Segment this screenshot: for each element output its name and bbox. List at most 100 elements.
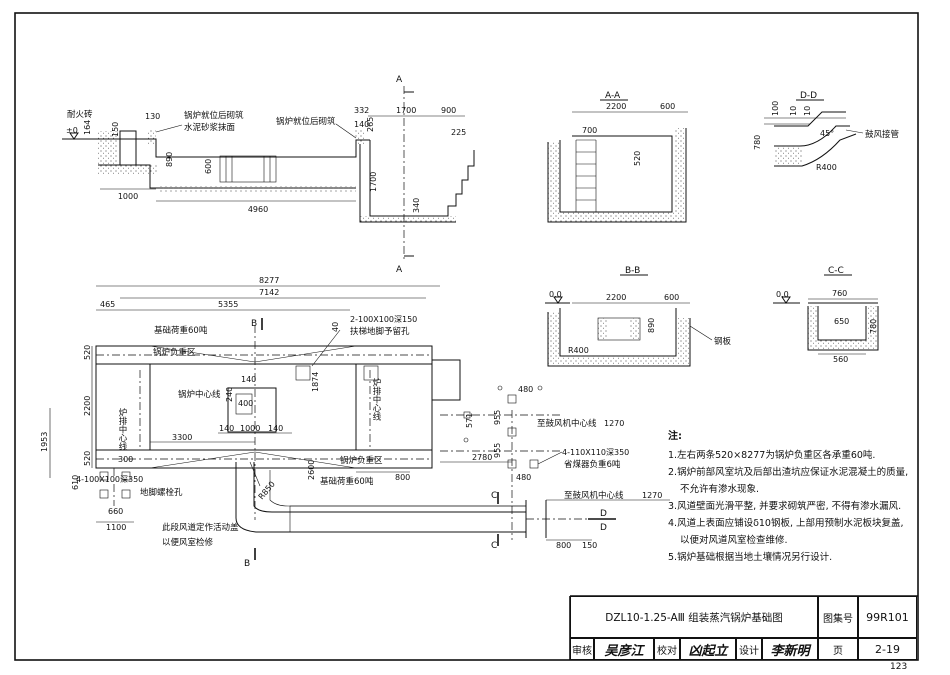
aa-d2200: 2200 [606, 102, 626, 111]
dim-1100: 1100 [106, 523, 126, 532]
dim-140: 140 [241, 375, 256, 384]
cc-d650: 650 [834, 317, 849, 326]
cc-d760: 760 [832, 289, 847, 298]
notes-block: 注: 1.左右两条520×8277为锅炉负重区各承重60吨. 2.锅炉前部风室坑… [668, 428, 918, 566]
note-1: 1.左右两条520×8277为锅炉负重区各承重60吨. [668, 450, 876, 461]
label-secD: D [600, 509, 607, 519]
dim-571: 571 [465, 413, 474, 428]
section-b-b: B-B 0.0 2200 600 890 R400 钢板 [545, 266, 732, 367]
bb-d890: 890 [647, 318, 656, 333]
dim-480a: 480 [518, 385, 533, 394]
label-fan1: 至鼓风机中心线 [537, 418, 597, 429]
label-load60b: 基础荷重60吨 [320, 476, 374, 487]
bb-note: 钢板 [714, 336, 732, 347]
dim-e600: 600 [204, 159, 213, 174]
note-4b: 以便对风道风室检查维修. [680, 535, 788, 546]
elevation-view: ±0 耐火砖 130 164 150 锅炉就位后砌筑 水泥砂浆抹面 890 60… [62, 75, 475, 275]
label-secC: C [491, 491, 497, 501]
section-d-d: D-D 100 10 10 780 45° R400 鼓风接管 [753, 91, 899, 172]
aa-d520: 520 [633, 151, 642, 166]
drawing-name: DZL10-1.25-AⅢ 组装蒸汽锅炉基础图 [570, 596, 818, 638]
atlas-number: 99R101 [858, 596, 917, 638]
sheet-border [14, 12, 919, 661]
label-duct-note2: 以便风室检修 [162, 537, 214, 548]
title-block: DZL10-1.25-AⅢ 组装蒸汽锅炉基础图 图集号 99R101 审核 吴彦… [570, 596, 917, 660]
dim-150: 150 [582, 541, 597, 550]
dim-e900: 900 [441, 106, 456, 115]
dim-e265: 265 [366, 117, 375, 132]
dim-240: 240 [225, 387, 234, 402]
label-secC2: C [491, 541, 497, 551]
dim-1953: 1953 [40, 432, 49, 452]
bb-d600: 600 [664, 293, 679, 302]
dim-7142: 7142 [259, 288, 279, 297]
label-A2: A [396, 265, 403, 275]
bb-r400: R400 [568, 346, 589, 355]
dim-r850: R850 [257, 480, 277, 502]
label-after2: 锅炉就位后砌筑 [276, 116, 336, 127]
dd-d10b: 10 [803, 106, 812, 116]
dd-title: D-D [800, 91, 817, 101]
dim-520a: 520 [83, 345, 92, 360]
dim-520b: 520 [83, 451, 92, 466]
dim-1270b: 1270 [642, 491, 662, 500]
dim-e140: 140 [354, 120, 369, 129]
label-left-line: 炉排中心线 [117, 407, 127, 450]
label-hole1b: 扶梯地脚予留孔 [350, 326, 410, 337]
dim-955a: 955 [493, 410, 502, 425]
dim-140c: 140 [268, 424, 283, 433]
dim-800: 800 [395, 473, 410, 482]
label-secB2: B [244, 559, 250, 569]
cc-title: C-C [828, 266, 844, 276]
label-boiler-center: 锅炉中心线 [178, 389, 221, 400]
dim-e340: 340 [412, 198, 421, 213]
label-duct-note1: 此段风道定作活动盖 [162, 522, 239, 533]
note-2b: 不允许有渗水现象. [680, 484, 760, 495]
page-code: 2-19 [858, 638, 917, 660]
review-label: 审核 [570, 638, 594, 660]
dd-d780: 780 [753, 135, 762, 150]
note-5: 5.锅炉基础根据当地土壤情况另行设计. [668, 552, 833, 563]
plan-view: 8277 7142 465 5355 520 2200 520 1953 [40, 276, 670, 569]
cc-d780: 780 [869, 319, 878, 334]
label-right-line: 炉排中心线 [371, 377, 381, 420]
label-fan2: 至鼓风机中心线 [564, 490, 624, 501]
dim-2200: 2200 [83, 396, 92, 416]
note-4: 4.风道上表面应铺设δ10钢板, 上部用预制水泥板块复盖, [668, 518, 904, 529]
dim-800b: 800 [556, 541, 571, 550]
dim-2780: 2780 [472, 453, 492, 462]
dim-660: 660 [108, 507, 123, 516]
dim-40: 40 [331, 322, 340, 332]
label-hole3: 4-110X110深350 [562, 448, 629, 457]
bb-title: B-B [625, 266, 640, 276]
dim-e1700: 1700 [396, 106, 416, 115]
check-label: 校对 [654, 638, 680, 660]
dd-d10: 10 [789, 106, 798, 116]
dim-610: 610 [71, 475, 80, 490]
dd-r400: R400 [816, 163, 837, 172]
dim-8277: 8277 [259, 276, 279, 285]
dim-3300: 3300 [172, 433, 192, 442]
dim-e890: 890 [165, 152, 174, 167]
bb-d00: 0.0 [549, 290, 562, 299]
dim-e1000: 1000 [118, 192, 138, 201]
dim-e225: 225 [451, 128, 466, 137]
cc-d00: 0.0 [776, 290, 789, 299]
dd-d100: 100 [771, 101, 780, 116]
dim-300: 300 [118, 455, 133, 464]
dim-e0: ±0 [66, 126, 78, 135]
section-c-c: C-C 0.0 760 650 780 560 [773, 266, 879, 364]
dim-e150: 150 [111, 122, 120, 137]
label-hole1: 2-100X100深150 [350, 315, 417, 324]
dim-5355: 5355 [218, 300, 238, 309]
label-boiler-load-top: 锅炉负重区 [153, 347, 196, 358]
dim-465: 465 [100, 300, 115, 309]
dim-e164: 164 [83, 120, 92, 135]
atlas-label: 图集号 [818, 596, 858, 638]
label-after1: 锅炉就位后砌筑 [184, 110, 244, 121]
label-boiler-load-bottom: 锅炉负重区 [340, 455, 383, 466]
dd-d45: 45° [820, 129, 834, 138]
notes-title: 注: [668, 431, 682, 442]
label-A: A [396, 75, 403, 85]
label-hole3b: 省煤器负重6吨 [564, 459, 621, 470]
